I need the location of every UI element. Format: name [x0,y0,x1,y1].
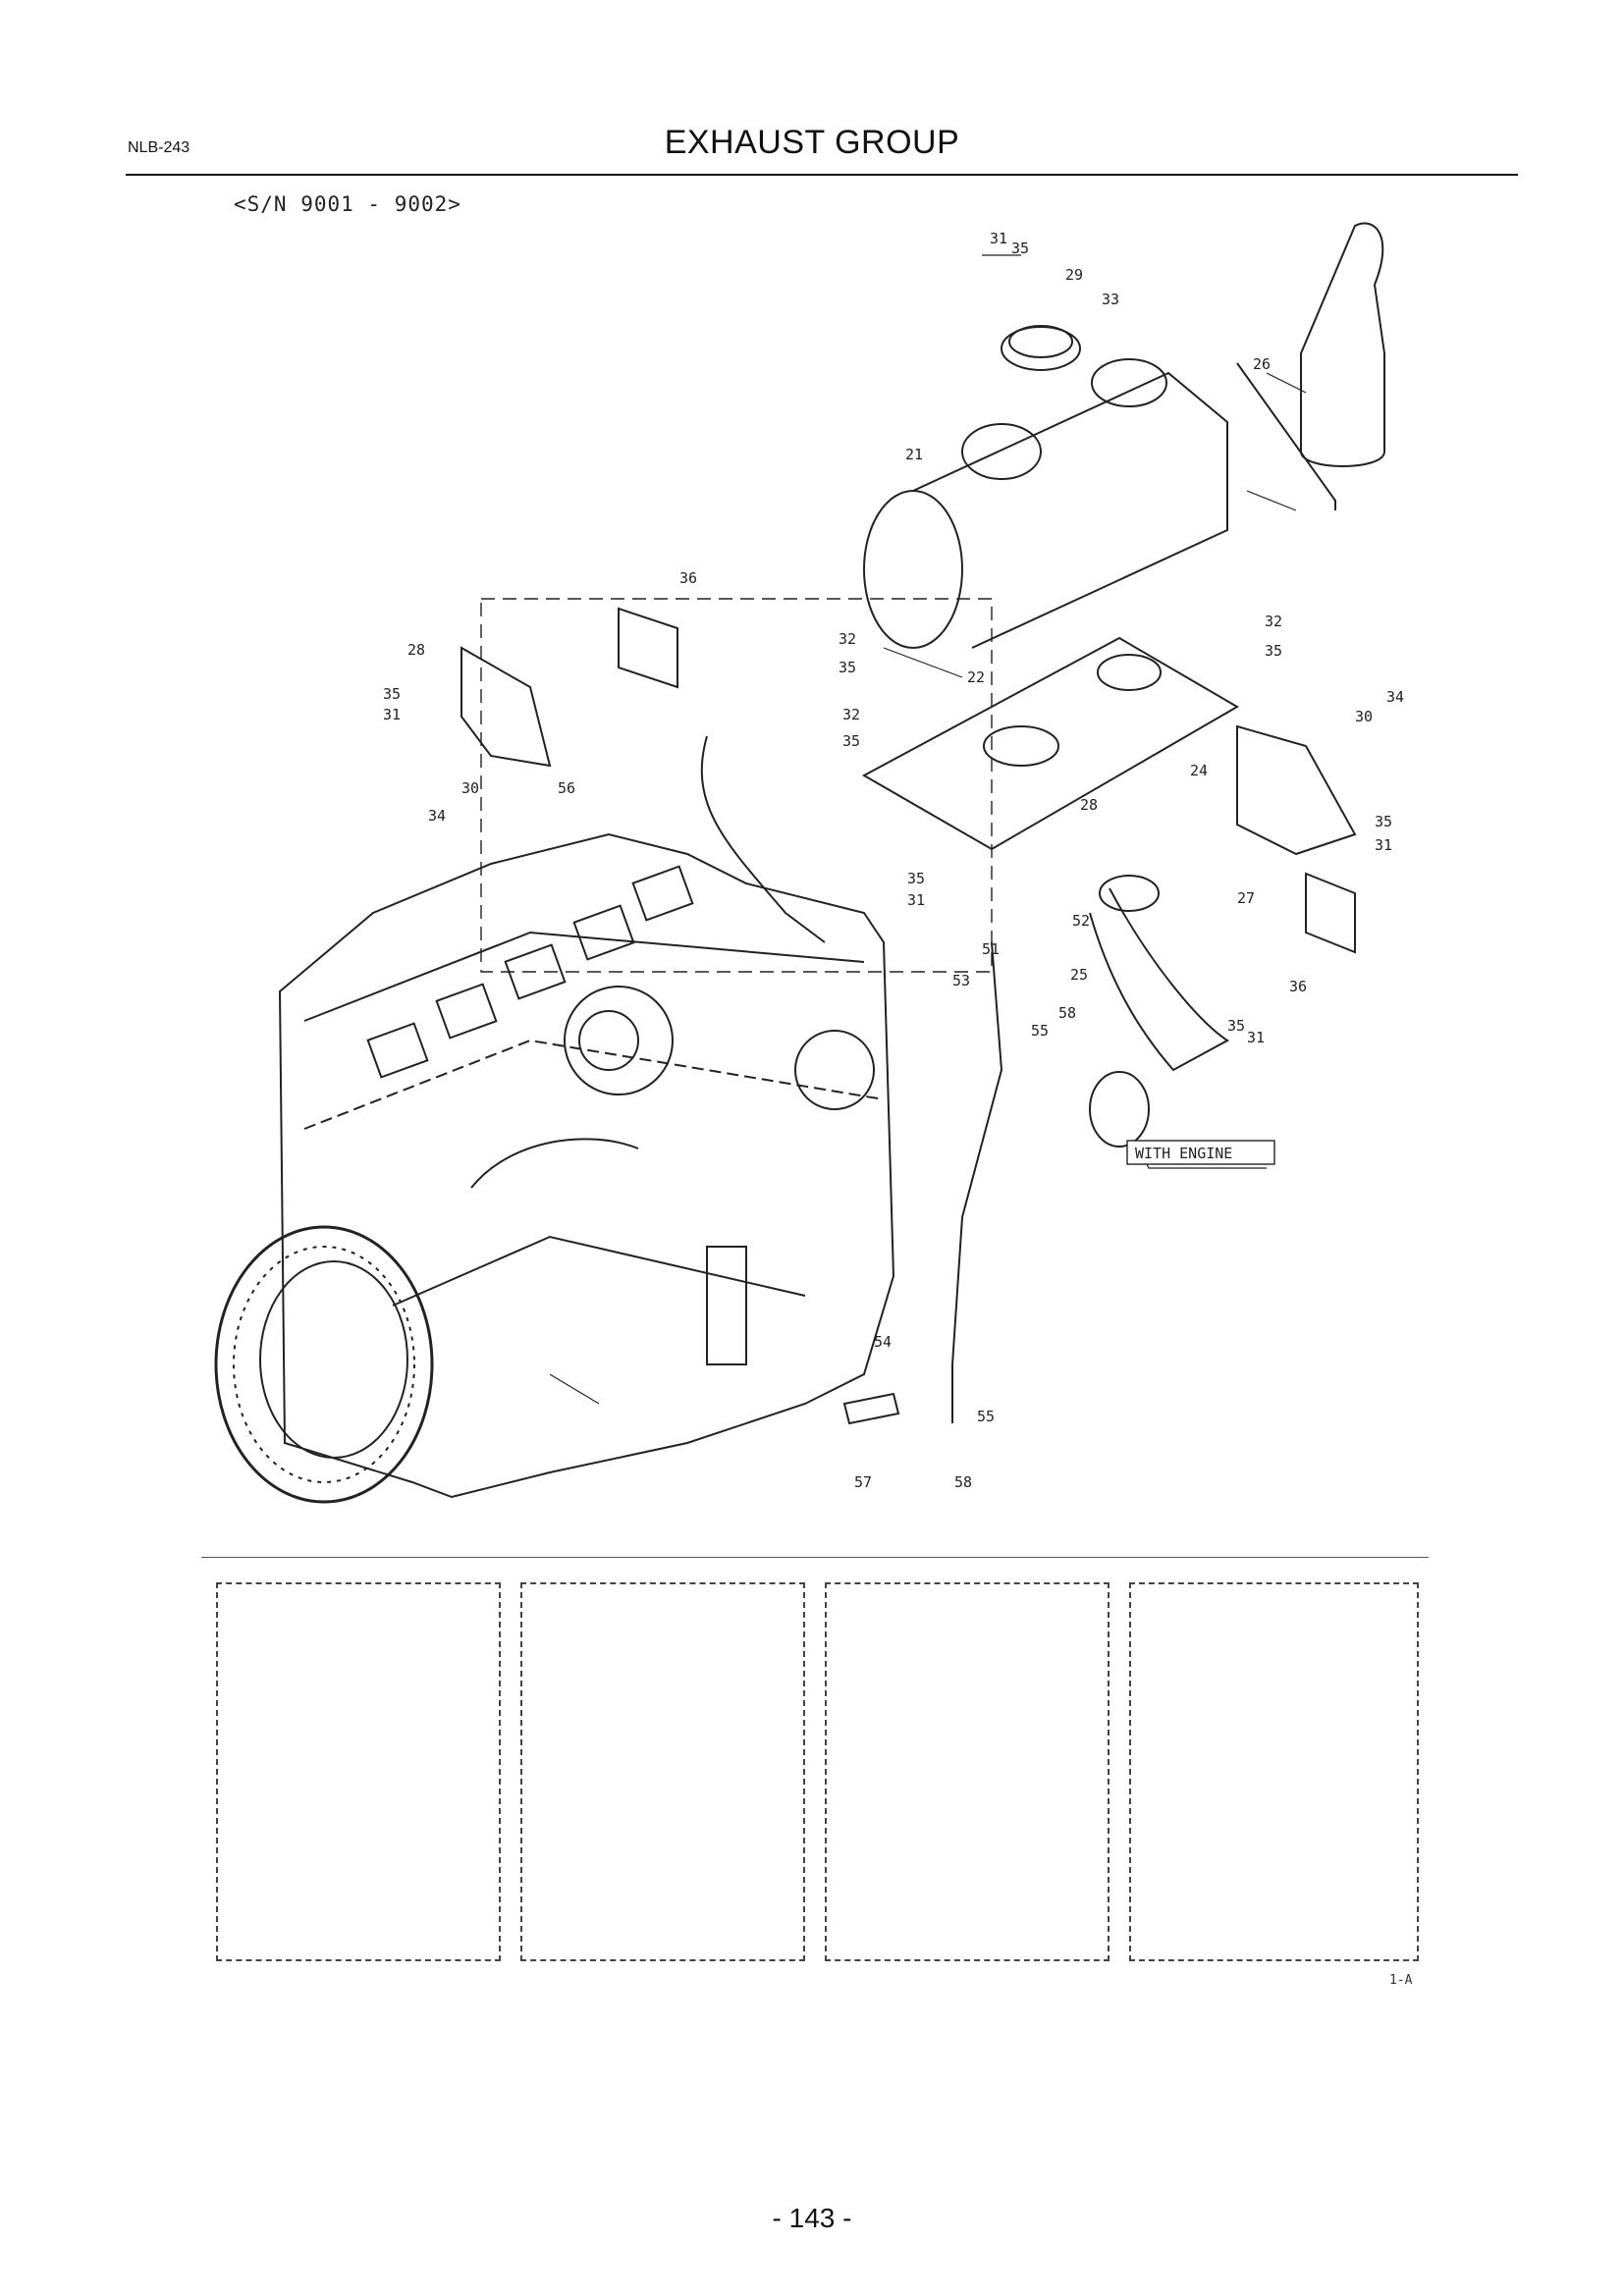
exhaust-clamp-inner [1008,325,1073,358]
muffler-inlet [961,423,1042,480]
right-bracket-24 [1236,724,1357,856]
coolant-pipe [470,1138,639,1189]
muffler-body [912,371,1228,649]
callout-57: 57 [854,1473,872,1491]
callout-28-left: 28 [407,641,425,659]
plate-36-left [618,607,678,689]
callout-33: 33 [1102,291,1119,308]
engine-block [278,832,895,1499]
figure-reference: 1-A [1389,1973,1413,1988]
injector-1 [366,1022,429,1079]
callout-35-left: 35 [383,685,401,703]
injector-2 [435,983,498,1040]
callout-30-right: 30 [1355,708,1373,725]
turbocharger [564,986,674,1095]
callout-30-left: 30 [461,779,479,797]
callout-35-r2: 35 [1375,813,1392,830]
plate-hole-2 [1097,654,1162,691]
callout-26: 26 [1253,355,1271,373]
serial-number-range: <S/N 9001 - 9002> [234,192,461,216]
callout-35-b: 35 [842,732,860,750]
tailpipe [1300,222,1385,467]
callout-36-right: 36 [1289,978,1307,995]
oil-filter [706,1246,747,1365]
flywheel-bolt-circle [233,1246,415,1483]
callout-22: 22 [967,668,985,686]
flex-pipe-25 [1089,887,1229,1072]
callout-56: 56 [558,779,575,797]
engine-top-edge [303,931,865,1022]
plate-36-right [1305,872,1356,954]
callout-32: 32 [839,630,856,648]
callout-28: 28 [1080,796,1098,814]
callout-55-lower: 55 [977,1408,995,1425]
callout-31-left: 31 [383,706,401,723]
note-box-2 [520,1582,805,1961]
dipstick-bracket-54 [842,1392,900,1425]
engine-mid-edge [303,1039,885,1130]
callout-35-a: 35 [839,659,856,676]
engine-lower-edge [392,1235,806,1307]
callout-29: 29 [1065,266,1083,284]
callout-35-d: 35 [1227,1017,1245,1035]
callout-53: 53 [952,972,970,989]
callout-35: 35 [1011,240,1029,257]
callout-54: 54 [874,1333,892,1351]
callout-36: 36 [679,569,697,587]
note-box-3 [825,1582,1110,1961]
callout-31-r2: 31 [1375,836,1392,854]
leader-lines [549,254,1307,1405]
page-number: - 143 - [772,2203,852,2233]
callout-34-right: 34 [1386,688,1404,706]
callout-52: 52 [1072,912,1090,930]
left-bracket-23 [460,646,552,768]
tailpipe-bracket-line [1236,362,1336,510]
muffler-mounting-plate [861,636,1239,851]
callout-58-lower: 58 [954,1473,972,1491]
callout-24: 24 [1190,762,1208,779]
injector-4 [572,904,635,961]
callout-32-right: 32 [1265,613,1282,630]
muffler-end-cap [863,490,963,649]
callout-27: 27 [1237,889,1255,907]
callout-31: 31 [990,230,1007,247]
assembly-box [480,598,993,973]
notes-divider [201,1557,1429,1558]
flywheel-inner-ring [259,1260,408,1459]
callout-31-d: 31 [1247,1029,1265,1046]
document-code: NLB-243 [128,139,190,156]
callout-25: 25 [1070,966,1088,984]
callout-31-c: 31 [907,891,925,909]
callout-34-left: 34 [428,807,446,825]
note-box-4 [1129,1582,1419,1961]
callout-55-upper: 55 [1031,1022,1049,1040]
with-engine-note: WITH ENGINE [1126,1140,1275,1165]
note-box-1 [216,1582,501,1961]
flex-pipe-outlet [1099,875,1160,912]
injector-3 [504,943,567,1000]
callout-32-b: 32 [842,706,860,723]
dipstick-tube [951,941,1003,1423]
muffler-outlet [1091,358,1167,407]
clamp-with-engine [1089,1071,1150,1148]
title-divider [126,174,1518,176]
callout-58-upper: 58 [1058,1004,1076,1022]
callout-51: 51 [982,940,1000,958]
callout-21: 21 [905,446,923,463]
with-engine-label: WITH ENGINE [1135,1145,1232,1162]
turbo-wheel [794,1030,875,1110]
callout-35-right: 35 [1265,642,1282,660]
exhaust-parts-diagram: 31 35 29 33 26 21 36 28 32 35 32 35 22 3… [214,222,1404,1504]
exhaust-elbow-pipe [700,735,826,943]
callout-35-c: 35 [907,870,925,887]
plate-hole-1 [983,725,1059,767]
turbo-inlet [578,1010,639,1071]
page-title: EXHAUST GROUP [664,124,960,161]
injector-5 [631,865,694,922]
flywheel-housing [214,1225,434,1504]
